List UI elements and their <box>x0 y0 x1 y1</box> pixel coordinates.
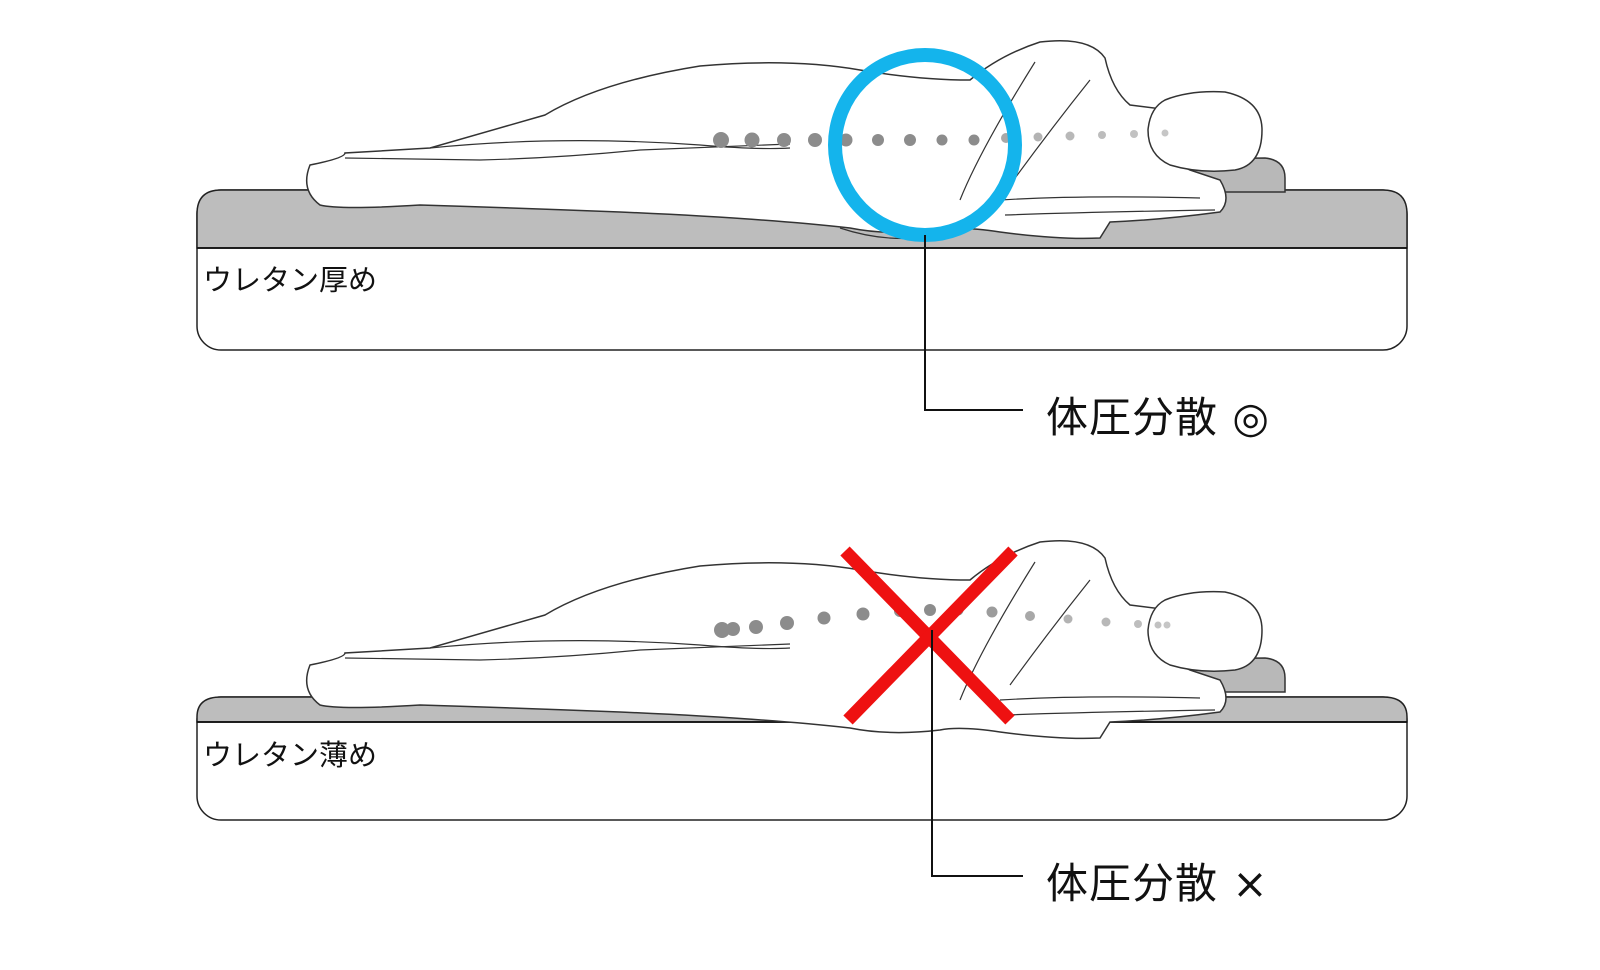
result-label-thick: 体圧分散 ◎ <box>1046 384 1270 445</box>
leader-line-thick <box>924 235 1023 411</box>
spine-dots-thick <box>713 129 1169 148</box>
result-label-thin: 体圧分散 × <box>1046 850 1269 911</box>
mattress-label-thin: ウレタン薄め <box>203 738 378 772</box>
spine-dots-thin <box>714 604 1171 638</box>
result-mark-double-circle: ◎ <box>1232 393 1271 442</box>
panel-thin <box>196 539 1408 877</box>
highlight-cross <box>840 546 1018 725</box>
mattress-label-thick: ウレタン厚め <box>203 263 378 297</box>
panel-thick <box>196 39 1408 411</box>
result-mark-cross: × <box>1232 859 1269 908</box>
result-text-thin: 体圧分散 <box>1046 859 1219 908</box>
leader-line-thin <box>931 630 1023 877</box>
result-text-thick: 体圧分散 <box>1046 393 1219 442</box>
